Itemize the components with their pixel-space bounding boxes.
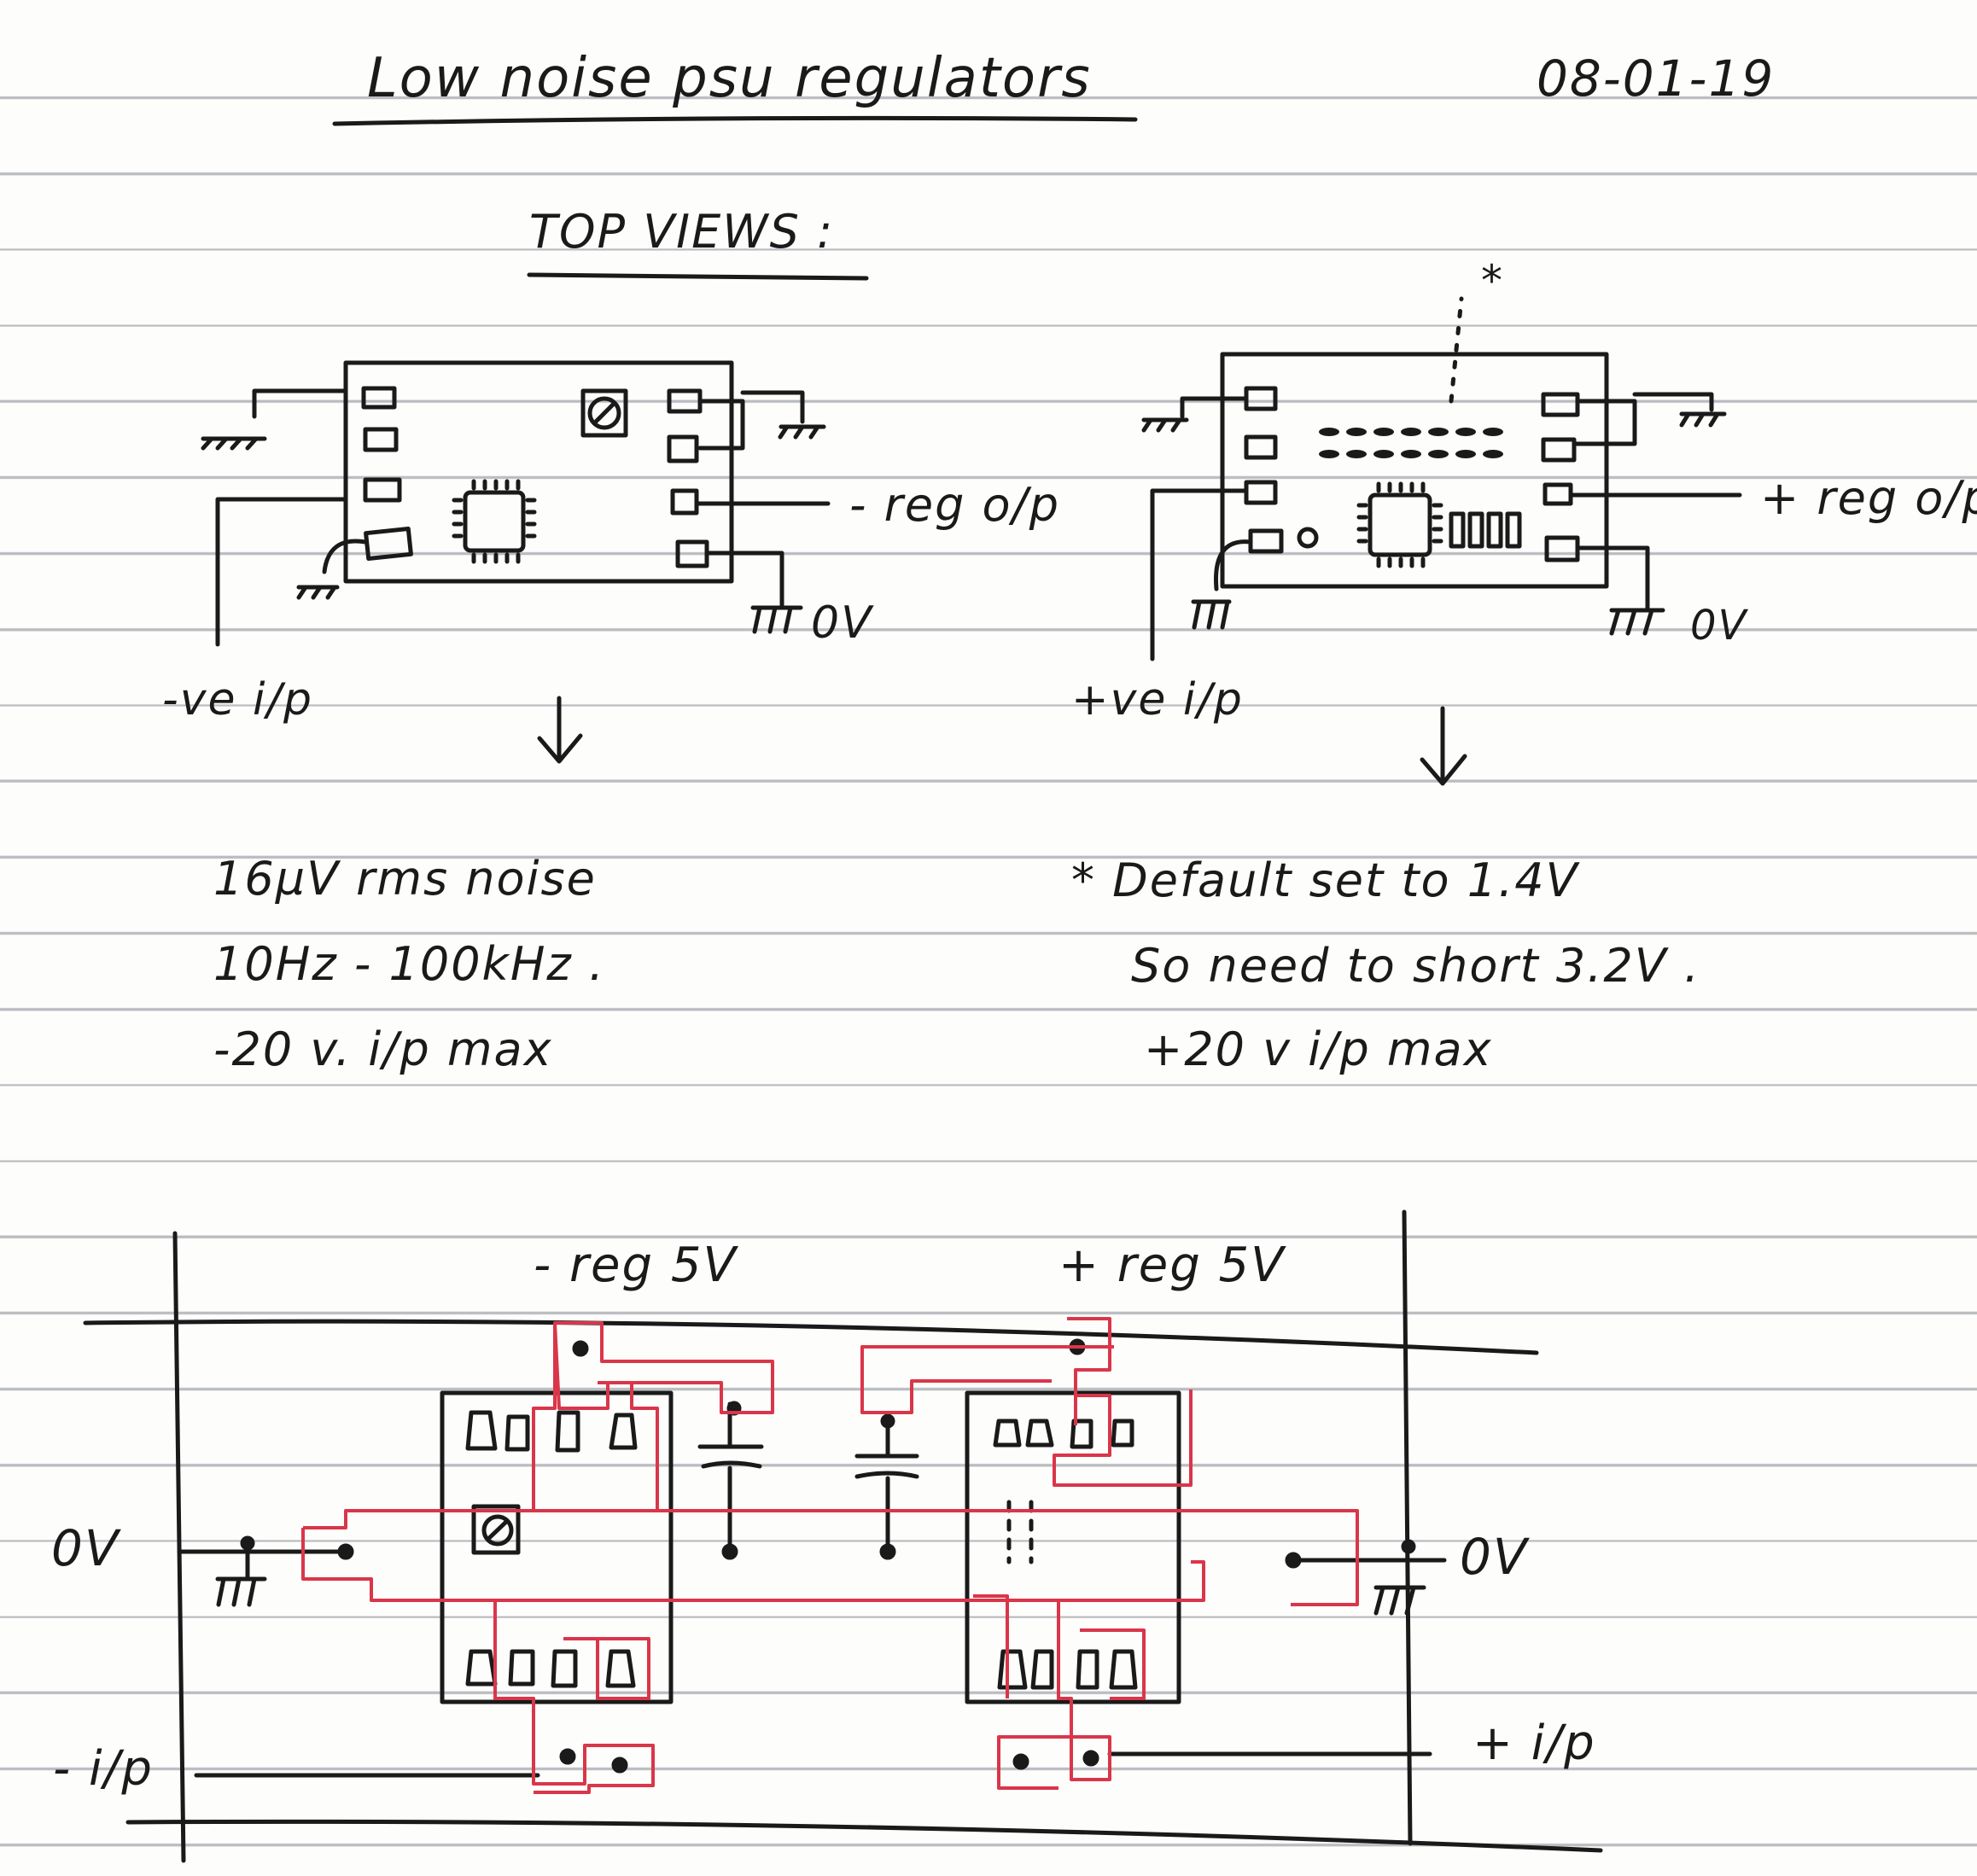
right-ground-label-sketch: 0V: [1460, 1528, 1529, 1586]
right-regulator-board: [1220, 352, 1609, 589]
right-input-label: +ve i/p: [1071, 674, 1244, 725]
ground-symbol-icon: [778, 424, 826, 440]
stripboard-frame: [83, 1209, 1603, 1863]
left-ground-label: 0V: [811, 597, 873, 649]
ground-symbol-icon: [215, 1576, 267, 1607]
ic-chip-icon: [463, 490, 526, 553]
ground-symbol-icon: [201, 436, 267, 451]
jumper-pad-row: [1319, 428, 1503, 458]
ground-symbol-icon: [1679, 411, 1727, 428]
section-heading: TOP VIEWS :: [529, 205, 835, 259]
page-title: Low noise psu regulators: [367, 47, 1092, 110]
down-arrow-icon: [1420, 706, 1467, 786]
left-ground-label-sketch: 0V: [51, 1519, 120, 1577]
neg-reg-label: - reg 5V: [534, 1238, 738, 1293]
trimpot-icon: [580, 388, 628, 438]
page-date: 08-01-19: [1537, 50, 1776, 108]
pos-input-label: + i/p: [1473, 1716, 1596, 1771]
left-output-label: - reg o/p: [849, 478, 1061, 532]
right-note-line1: * Default set to 1.4V: [1071, 854, 1579, 907]
title-underline: [332, 115, 1138, 126]
right-note-line2: So need to short 3.2V .: [1131, 939, 1701, 993]
down-arrow-icon: [537, 696, 583, 764]
ground-symbol-icon: [1191, 599, 1232, 630]
red-trace-overlay: [301, 1317, 1359, 1794]
ic-chip-icon: [1368, 492, 1432, 557]
right-note-line3: +20 v i/p max: [1144, 1022, 1493, 1076]
capacitor-icon: [854, 1413, 919, 1560]
ground-symbol-icon: [1373, 1585, 1426, 1616]
capacitor-icon: [697, 1401, 764, 1560]
left-regulator-board: [343, 360, 734, 584]
left-note-line3: -20 v. i/p max: [213, 1022, 553, 1076]
right-ground-label: 0V: [1690, 602, 1748, 650]
ground-symbol-icon: [1141, 417, 1189, 433]
module-pads: [465, 1410, 1138, 1690]
left-note-line2: 10Hz - 100kHz .: [213, 937, 606, 991]
right-output-label: + reg o/p: [1760, 471, 1977, 525]
neg-input-label: - i/p: [53, 1741, 154, 1797]
right-note-marker: *: [1481, 256, 1504, 306]
ground-symbol-icon: [296, 585, 340, 600]
heading-underline: [527, 272, 869, 281]
ground-symbol-icon: [750, 605, 803, 634]
left-input-label: -ve i/p: [162, 674, 314, 725]
ground-symbol-icon: [1609, 608, 1665, 636]
left-note-line1: 16µV rms noise: [213, 852, 597, 906]
pos-reg-label: + reg 5V: [1058, 1238, 1286, 1293]
